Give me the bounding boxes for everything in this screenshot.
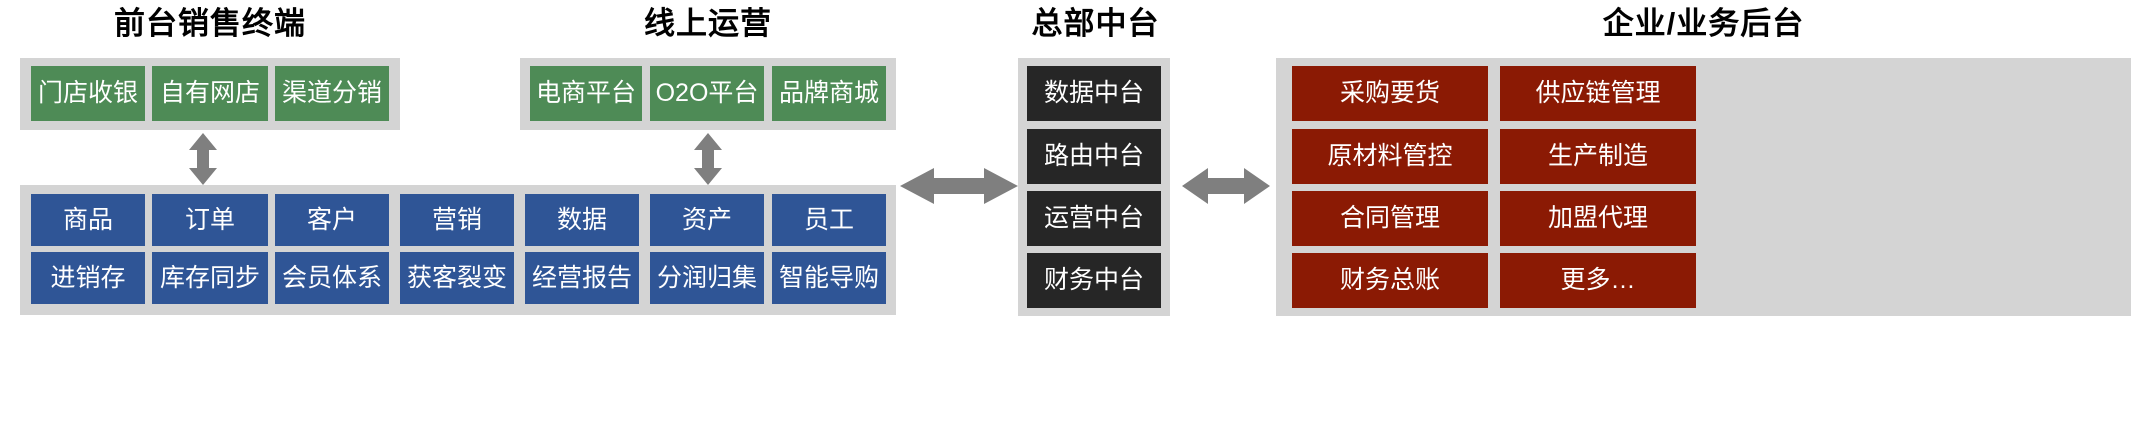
cell-hq-1[interactable]: 路由中台 — [1027, 129, 1161, 184]
cell-frontline-0[interactable]: 门店收银 — [31, 66, 145, 121]
cell-hq-0[interactable]: 数据中台 — [1027, 66, 1161, 121]
cell-online-2[interactable]: 品牌商城 — [772, 66, 886, 121]
cell-hq-2[interactable]: 运营中台 — [1027, 191, 1161, 246]
arrow-core-to-hq — [900, 160, 1018, 212]
cell-core-r2-2[interactable]: 会员体系 — [275, 252, 389, 304]
arrow-online-to-core — [690, 133, 726, 185]
cell-core-r2-1[interactable]: 库存同步 — [152, 252, 268, 304]
cell-core-r2-3[interactable]: 获客裂变 — [400, 252, 514, 304]
cell-backend-r3-1[interactable]: 加盟代理 — [1500, 191, 1696, 246]
cell-backend-r1-0[interactable]: 采购要货 — [1292, 66, 1488, 121]
cell-core-r1-2[interactable]: 客户 — [275, 194, 389, 246]
cell-core-r2-0[interactable]: 进销存 — [31, 252, 145, 304]
cell-hq-3[interactable]: 财务中台 — [1027, 253, 1161, 308]
arrow-frontline-to-core — [185, 133, 221, 185]
cell-core-r1-5[interactable]: 资产 — [650, 194, 764, 246]
group-title-enterprise-backend: 企业/业务后台 — [1602, 6, 1805, 41]
group-title-online: 线上运营 — [644, 6, 772, 41]
cell-backend-r4-1[interactable]: 更多… — [1500, 253, 1696, 308]
cell-backend-r3-0[interactable]: 合同管理 — [1292, 191, 1488, 246]
cell-core-r1-1[interactable]: 订单 — [152, 194, 268, 246]
cell-backend-r2-0[interactable]: 原材料管控 — [1292, 129, 1488, 184]
cell-frontline-1[interactable]: 自有网店 — [152, 66, 268, 121]
group-title-frontline: 前台销售终端 — [114, 6, 306, 41]
cell-core-r2-4[interactable]: 经营报告 — [525, 252, 639, 304]
cell-online-0[interactable]: 电商平台 — [530, 66, 642, 121]
cell-core-r1-4[interactable]: 数据 — [525, 194, 639, 246]
cell-core-r1-0[interactable]: 商品 — [31, 194, 145, 246]
cell-core-r2-5[interactable]: 分润归集 — [650, 252, 764, 304]
cell-backend-r4-0[interactable]: 财务总账 — [1292, 253, 1488, 308]
cell-core-r1-3[interactable]: 营销 — [400, 194, 514, 246]
cell-online-1[interactable]: O2O平台 — [650, 66, 764, 121]
cell-frontline-2[interactable]: 渠道分销 — [275, 66, 389, 121]
group-title-hq-middle: 总部中台 — [1031, 6, 1160, 41]
arrow-hq-to-backend — [1182, 160, 1270, 212]
cell-core-r1-6[interactable]: 员工 — [772, 194, 886, 246]
cell-backend-r2-1[interactable]: 生产制造 — [1500, 129, 1696, 184]
cell-backend-r1-1[interactable]: 供应链管理 — [1500, 66, 1696, 121]
cell-core-r2-6[interactable]: 智能导购 — [772, 252, 886, 304]
